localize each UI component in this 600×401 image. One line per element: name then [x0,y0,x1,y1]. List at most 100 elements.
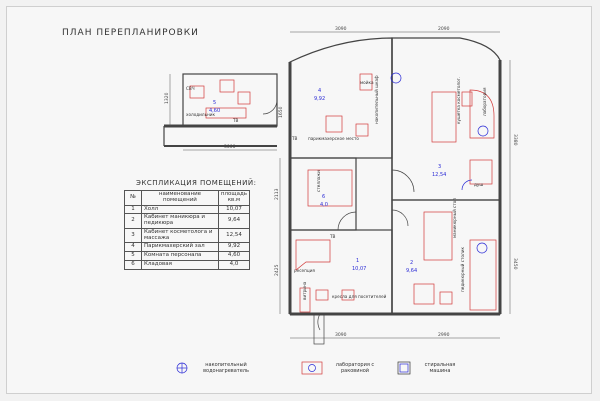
racks-label: стеллажи [316,170,321,192]
room-markers: 5 4,60 4 9,92 3 12,54 6 4,0 1 10,07 2 9,… [209,88,446,274]
row-name: Кабинет маникюра и педикюра [141,213,219,229]
row-num: 3 [124,227,142,244]
room4-num: 4 [318,88,321,94]
shower-label: душ [474,182,483,187]
pedicure-label: педикюрный столик [460,247,465,292]
row-name: Кабинет косметолога и массажа [141,227,219,244]
pedicure-chair [413,283,435,305]
tv-label-staff: ТВ [232,118,239,123]
room2-area: 9,64 [406,268,417,274]
row-num: 1 [124,204,142,215]
row-area: 10,07 [217,204,251,215]
walls [163,37,502,316]
row-name: Комната персонала [141,251,219,261]
room1-area: 10,07 [352,266,366,272]
row-area: 9,92 [217,242,251,253]
table-row: 5 Комната персонала 4,60 [124,251,251,261]
row-num: 2 [124,213,142,229]
room4-area: 9,92 [314,96,325,102]
row-name: Кладовая [141,259,219,270]
col-name-header: наименование помещений [141,190,219,206]
row-area: 9,64 [217,213,251,229]
legend-washing-machine: стиральная машина [424,362,456,374]
furniture [189,73,497,313]
room6-num: 6 [322,194,325,200]
row-area: 4,60 [217,251,251,261]
dim-top-left: 3090 [335,26,347,32]
table-row: 2 Кабинет маникюра и педикюра 9,64 [124,213,251,229]
room6-area: 4,0 [320,202,328,208]
storage-racks [307,169,353,207]
furniture-labels: СВЧ холодильник ТВ ТВ мойка парикмахерск… [186,75,487,300]
legend-lab-sink: лаборатория с раковиной [335,362,375,374]
room3-area: 12,54 [432,172,446,178]
dim-left-mid: 2113 [274,188,280,200]
armchairs-label: кресла для посетителей [332,294,387,299]
dimension-texts: 3090 2090 3090 2990 3000 1320 2113 2425 … [164,26,518,338]
row-num: 5 [124,251,142,261]
dim-balcony-side: 1320 [164,92,170,104]
microwave-shape [189,85,205,99]
manicure-label: маникюрный стол [452,198,457,238]
room5-area: 4,60 [209,108,220,114]
cosmetology-couch [431,91,457,143]
explication-table: № наименование помещений площадь кв.м 1 … [124,190,251,270]
manicure-table [423,211,453,261]
doors [262,99,415,345]
lab-label: лаборатория [482,87,487,116]
manicure-walls [391,199,501,315]
row-num: 4 [124,242,142,253]
room5-num: 5 [213,100,216,106]
dim-bottom-right: 2990 [438,332,450,338]
table-row: 1 Холл 10,07 [124,204,251,215]
dim-right-upper: 3380 [512,134,518,146]
dim-left-low: 2425 [274,264,280,276]
table-header-row: № наименование помещений площадь кв.м [124,190,251,206]
fridge-label: холодильник [186,112,215,117]
sink-label: мойка [360,80,374,85]
lab-sink-shape [469,89,495,139]
water-heater-icon [390,72,402,84]
sink-shape [359,73,373,91]
row-name: Парикмахерский зал [141,242,219,253]
table-row: 4 Парикмахерский зал 9,92 [124,242,251,253]
col-area-header: площадь кв.м [217,190,251,206]
showcase-label: витрина [302,281,307,300]
legend-water-heater: накопительный водонагреватель [203,362,249,374]
legend-icons [176,361,411,375]
room1-num: 1 [356,258,359,264]
shower-arc [461,179,473,191]
table-row: 3 Кабинет косметолога и массажа 12,54 [124,227,251,244]
showcase [299,287,311,313]
reception-label: ресепция [294,268,315,273]
svch-label: СВЧ [186,86,195,91]
tv-label-salon: ТВ [291,136,298,141]
laundry-shelf [469,239,497,311]
dim-bottom-left: 3090 [335,332,347,338]
sink-lab-icon [301,361,323,375]
equipment-markers [390,72,489,254]
couch-label: кушетка косметолог. [456,77,461,124]
dimension-lines [169,31,511,339]
row-name: Холл [141,204,219,215]
shower [469,159,493,185]
dim-balcony-bottom: 3000 [224,144,236,150]
col-num-header: № [124,190,142,206]
page-title: ПЛАН ПЕРЕПЛАНИРОВКИ [62,28,199,38]
row-num: 6 [124,259,142,270]
washing-machine-icon [397,361,411,375]
hairdresser-label: парикмахерское место [308,136,359,141]
row-area: 12,54 [217,227,251,244]
dim-top-right: 2090 [438,26,450,32]
storage-cabinet-label: накопительный шкаф [374,75,379,124]
room2-num: 2 [410,260,413,266]
dim-small-left: 1650 [278,106,284,118]
water-heater-icon [477,125,489,137]
explication-title: ЭКСПЛИКАЦИЯ ПОМЕЩЕНИЙ: [136,179,257,187]
table-row: 6 Кладовая 4,0 [124,259,251,270]
room3-num: 3 [438,164,441,170]
water-heater-icon [476,242,488,254]
tv-label-hall: ТВ [329,234,336,239]
dim-right-lower: 3450 [512,258,518,270]
